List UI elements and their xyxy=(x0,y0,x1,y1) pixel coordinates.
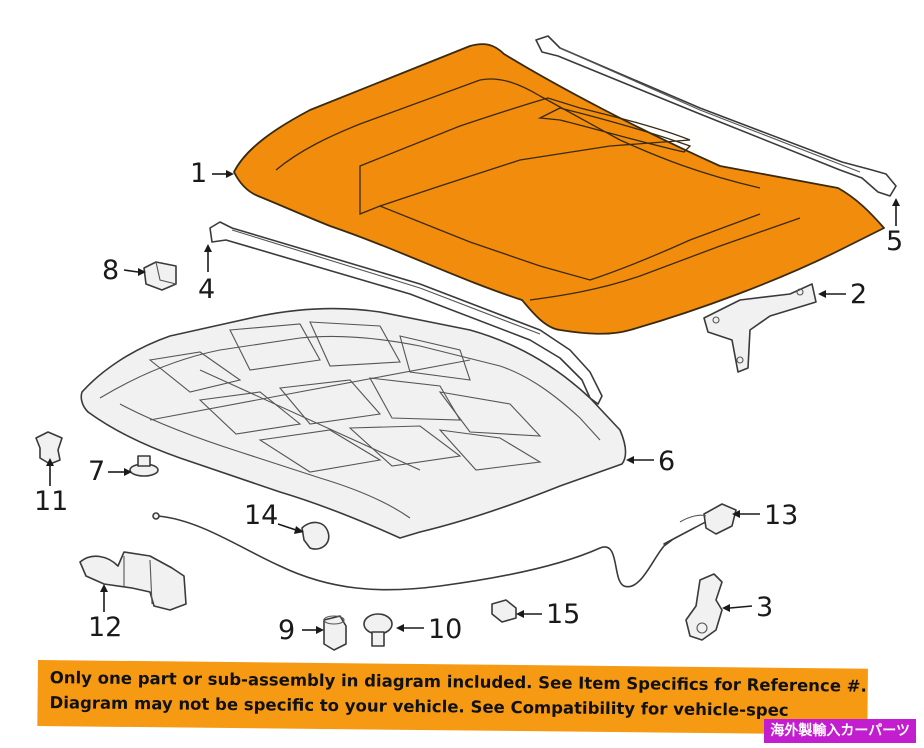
hood-hinge-bracket xyxy=(703,283,817,373)
cable-clip xyxy=(301,521,330,550)
callout-6: 6 xyxy=(658,446,676,477)
adjuster-bumper xyxy=(323,615,347,651)
callout-13: 13 xyxy=(764,500,799,531)
callout-4: 4 xyxy=(198,274,216,305)
banner-line-1: Only one part or sub-assembly in diagram… xyxy=(49,668,867,696)
callout-5: 5 xyxy=(886,226,904,257)
callout-14: 14 xyxy=(244,500,279,531)
bumper-stop xyxy=(143,261,177,291)
banner-line-2: Diagram may not be specific to your vehi… xyxy=(49,693,789,720)
callout-3: 3 xyxy=(756,592,774,623)
callout-12: 12 xyxy=(88,612,123,643)
front-seal-strip xyxy=(209,221,603,405)
push-pin-retainer xyxy=(129,455,159,477)
callout-2: 2 xyxy=(850,279,868,310)
callout-1: 1 xyxy=(190,158,208,189)
callout-9: 9 xyxy=(278,615,296,646)
hood-latch xyxy=(685,573,723,641)
release-cable-handle xyxy=(679,503,737,535)
seller-watermark: 海外製輸入カーパーツ xyxy=(764,719,916,743)
callout-15: 15 xyxy=(546,599,581,630)
callout-11: 11 xyxy=(34,486,69,517)
clip xyxy=(35,431,63,465)
callout-10: 10 xyxy=(428,614,463,645)
notice-banner: Only one part or sub-assembly in diagram… xyxy=(37,660,868,735)
rear-seal-strip xyxy=(535,35,897,197)
callout-8: 8 xyxy=(102,255,120,286)
round-bumper xyxy=(363,613,393,647)
hinge xyxy=(79,551,187,611)
retainer-clip xyxy=(491,599,517,623)
hood-panel xyxy=(233,43,885,335)
hood-insulator-inner-panel xyxy=(80,307,627,539)
leader-lines xyxy=(46,170,900,634)
callout-7: 7 xyxy=(88,456,106,487)
